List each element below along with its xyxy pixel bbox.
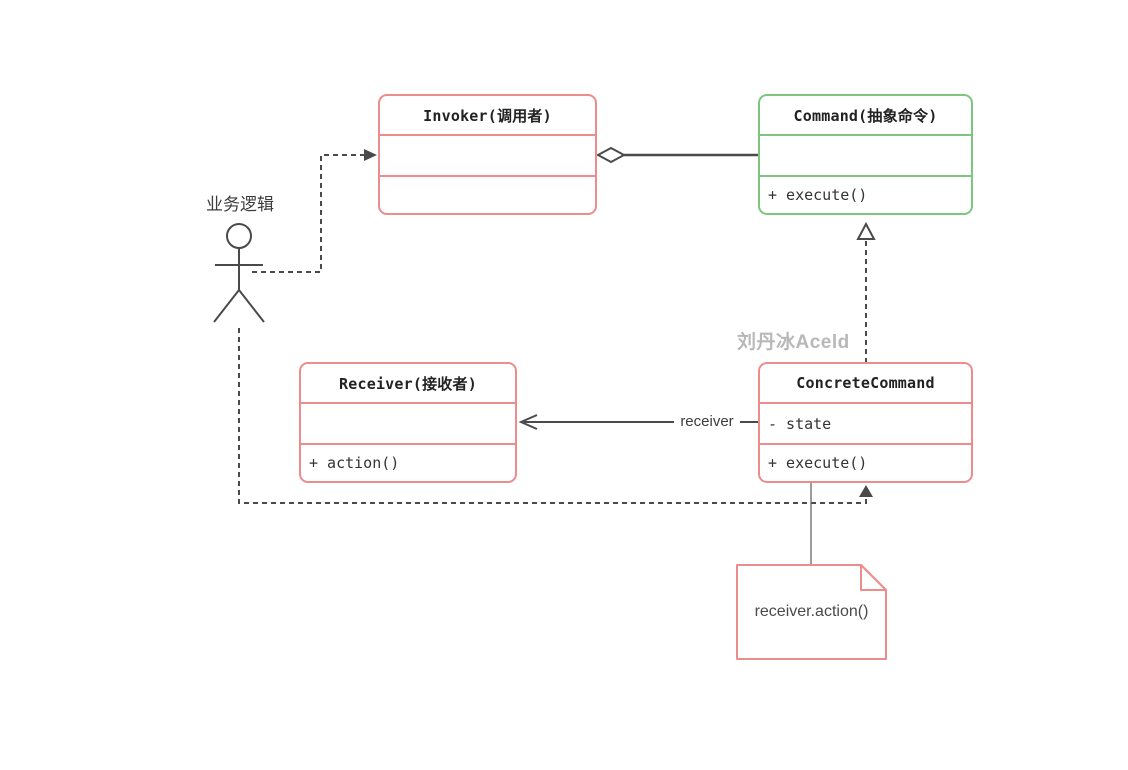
class-concrete-command-method: + execute() [760, 443, 971, 481]
class-concrete-command-title: ConcreteCommand [796, 374, 935, 392]
actor-head [226, 223, 252, 249]
class-invoker-methods [380, 175, 595, 213]
class-command-attributes [760, 134, 971, 175]
class-command-title: Command(抽象命令) [793, 106, 938, 125]
class-invoker: Invoker(调用者) [378, 94, 597, 215]
note-text: receiver.action() [754, 603, 869, 620]
arrowhead-filled [859, 485, 873, 497]
actor-leg-left [213, 289, 240, 323]
realization-triangle [856, 221, 876, 240]
class-receiver: Receiver(接收者) + action() [299, 362, 517, 483]
edge-concrete-to-command-realization [856, 221, 876, 362]
class-receiver-title: Receiver(接收者) [339, 374, 477, 393]
actor-label: 业务逻辑 [206, 195, 274, 214]
class-command-method: + execute() [760, 175, 971, 213]
class-concrete-command: ConcreteCommand - state + execute() [758, 362, 973, 483]
arrowhead-filled [364, 149, 377, 161]
note-fold-corner [860, 564, 887, 591]
class-invoker-title: Invoker(调用者) [423, 106, 552, 125]
arrowhead-open [518, 414, 538, 430]
watermark-text: 刘丹冰Aceld [737, 332, 850, 353]
aggregation-diamond [595, 146, 627, 164]
edge-actor-to-concrete [238, 328, 873, 504]
note-shape [736, 564, 887, 660]
edge-invoker-to-command-aggregation [595, 146, 758, 164]
class-command: Command(抽象命令) + execute() [758, 94, 973, 215]
class-invoker-attributes [380, 134, 595, 175]
edge-actor-to-invoker [252, 149, 377, 273]
class-receiver-method: + action() [301, 443, 515, 481]
class-concrete-command-attribute: - state [760, 402, 971, 443]
edge-receiver-label: receiver [674, 412, 740, 432]
class-receiver-attributes [301, 402, 515, 443]
actor-figure [213, 223, 265, 323]
actor-leg-right [238, 289, 265, 323]
